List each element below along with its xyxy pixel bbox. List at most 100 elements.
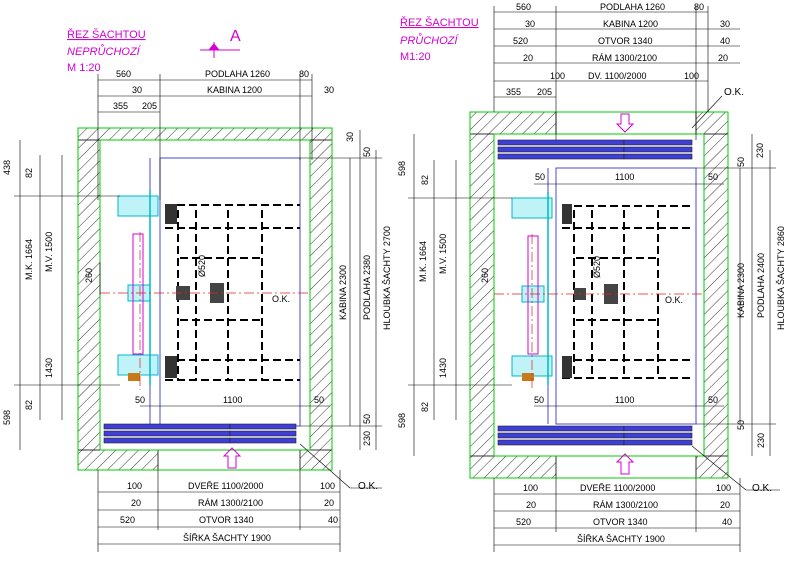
right-rdim-230b: 230 [756, 433, 766, 448]
right-dim-30a: 30 [525, 19, 535, 29]
right-wall-north-a [469, 111, 557, 135]
right-dim-50b: 50 [708, 172, 718, 182]
right-dim-355: 355 [506, 87, 521, 97]
right-dim-598a: 598 [397, 161, 407, 176]
left-dim-podlaha: PODLAHA 1260 [205, 69, 270, 79]
left-right-dims [300, 130, 382, 450]
left-rdim-30: 30 [345, 132, 355, 142]
right-doors-top [497, 113, 693, 160]
right-guide-rails [511, 192, 618, 385]
left-rdim-hloubka: HLOUBKA ŠACHTY 2700 [382, 226, 392, 330]
right-rdim-50b: 50 [736, 420, 746, 430]
right-section: ŘEZ ŠACHTOU PRŮCHOZÍ M1:20 [397, 2, 786, 552]
left-guide-rails [117, 190, 224, 385]
left-dim-598: 598 [2, 410, 12, 425]
left-dim-50a: 50 [135, 395, 145, 405]
left-bdim-20a: 20 [131, 498, 141, 508]
right-rdim-podlaha: PODLAHA 2400 [756, 253, 766, 318]
left-dim-355: 355 [113, 101, 128, 111]
section-marker: A [230, 28, 241, 45]
right-ok-mid: O.K. [665, 295, 683, 305]
left-dim-205: 205 [142, 101, 157, 111]
left-rdim-50b: 50 [362, 414, 372, 424]
right-top-dims [493, 6, 740, 140]
right-wall-outline [469, 111, 729, 479]
left-bdim-dvere: DVEŘE 1100/2000 [188, 481, 263, 491]
left-dim-50b: 50 [314, 395, 324, 405]
right-dim-50d: 50 [708, 395, 718, 405]
right-subtitle: PRŮCHOZÍ [400, 33, 459, 47]
right-right-dims [696, 134, 776, 456]
right-dim-20a: 20 [523, 53, 533, 63]
left-wall-east [309, 127, 333, 469]
left-dim-kabina: KABINA 1200 [207, 85, 262, 95]
right-title: ŘEZ ŠACHTOU [400, 16, 479, 29]
left-scale: M 1:20 [67, 62, 101, 74]
left-left-dims [14, 140, 120, 450]
right-wall-south-a [469, 455, 557, 479]
right-bottom-dims [493, 478, 741, 552]
left-bdim-520: 520 [120, 515, 135, 525]
left-rdim-kabina: KABINA 2300 [338, 265, 348, 320]
left-ok-leader [299, 443, 351, 489]
right-bdim-ram: RÁM 1300/2100 [593, 500, 658, 510]
left-bdim-otvor: OTVOR 1340 [199, 515, 254, 525]
left-doors [103, 423, 297, 469]
left-dim-560: 560 [116, 69, 131, 79]
right-dim-30b: 30 [720, 19, 730, 29]
right-dim-100a: 100 [550, 71, 565, 81]
right-bdim-520: 520 [516, 517, 531, 527]
right-bdim-otvor: OTVOR 1340 [593, 517, 648, 527]
left-wall-north [77, 127, 333, 141]
right-ok-bottom: O.K. [752, 483, 772, 494]
left-title: ŘEZ ŠACHTOU [67, 28, 146, 41]
right-ok-top-leader [691, 95, 723, 129]
right-dim-50c: 50 [534, 395, 544, 405]
right-ok-top: O.K. [724, 87, 744, 98]
left-bdim-ram: RÁM 1300/2100 [198, 498, 263, 508]
left-dim-mk: M.K. 1664 [24, 239, 34, 280]
left-dim-82b: 82 [24, 400, 34, 410]
left-wall-outline [77, 127, 333, 471]
right-cabin [555, 167, 697, 425]
right-dim-otvor: OTVOR 1340 [598, 36, 653, 46]
left-wall-south-b [299, 449, 333, 471]
left-dim-30b: 30 [324, 85, 334, 95]
left-ok-mid: O.K. [272, 294, 290, 304]
left-dim-260: 260 [84, 268, 94, 283]
right-dim-ram: RÁM 1300/2100 [592, 53, 657, 63]
right-wall-west [469, 111, 495, 479]
right-dim-100b: 100 [684, 71, 699, 81]
left-top-dims [97, 74, 313, 200]
left-dim-1430: 1430 [44, 358, 54, 378]
right-dim-520: 520 [513, 36, 528, 46]
right-dim-20b: 20 [718, 53, 728, 63]
right-ok-leader [691, 445, 747, 491]
right-dim-80: 80 [694, 2, 704, 12]
right-dim-mv: M.V. 1500 [438, 234, 448, 274]
right-bdim-20a: 20 [526, 500, 536, 510]
right-walls [469, 111, 729, 479]
section-marker-arrow [200, 42, 240, 58]
right-rdim-kabina: KABINA 2300 [736, 263, 746, 318]
left-subtitle: NEPRŮCHOZÍ [67, 44, 142, 58]
left-dim-d520: Ø520 [197, 255, 207, 277]
right-dim-205: 205 [537, 87, 552, 97]
left-rdim-230: 230 [362, 431, 372, 446]
left-wall-south-a [77, 449, 159, 471]
left-dim-mv: M.V. 1500 [44, 232, 54, 272]
left-rdim-podlaha: PODLAHA 2380 [362, 255, 372, 320]
left-bdim-100b: 100 [320, 481, 335, 491]
right-rdim-50a: 50 [736, 157, 746, 167]
right-dim-kabina: KABINA 1200 [603, 19, 658, 29]
right-dim-dv: DV. 1100/2000 [588, 71, 647, 81]
right-scale: M1:20 [400, 51, 431, 63]
right-dim-mk: M.K. 1664 [418, 241, 428, 282]
left-dim-1100: 1100 [223, 395, 242, 405]
left-bdim-100a: 100 [127, 481, 142, 491]
left-walls [77, 127, 333, 471]
left-section: ŘEZ ŠACHTOU NEPRŮCHOZÍ M 1:20 A [2, 28, 392, 552]
right-bdim-100b: 100 [716, 483, 731, 493]
right-dim-1430: 1430 [438, 358, 448, 378]
